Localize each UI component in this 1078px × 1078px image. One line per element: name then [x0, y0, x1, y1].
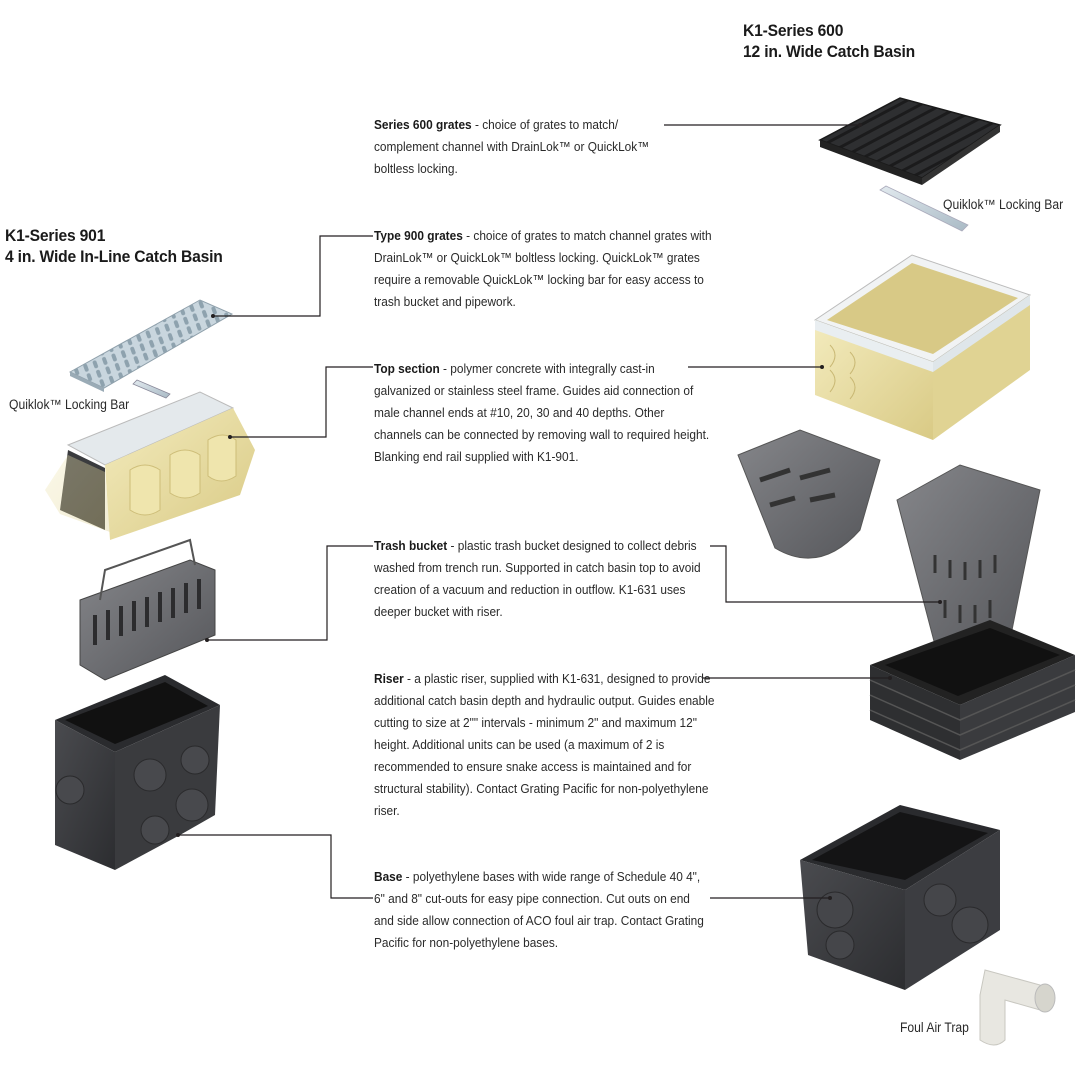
leader-base-left [178, 834, 373, 899]
trash-bucket-deep-illustration [896, 464, 1041, 657]
component-text: - plastic trash bucket designed to colle… [374, 538, 701, 619]
series-600-base-illustration [800, 805, 1000, 990]
caption-locking-bar-left: Quiklok™ Locking Bar [9, 397, 130, 412]
series-600-top-section-illustration [813, 254, 1032, 440]
desc-top-section: Top section - polymer concrete with inte… [374, 358, 712, 468]
desc-trash-bucket: Trash bucket - plastic trash bucket desi… [374, 535, 712, 623]
caption-foul-air-trap: Foul Air Trap [900, 1020, 969, 1035]
component-name: Base [374, 869, 403, 884]
component-text: - choice of grates to match/ complement … [374, 117, 650, 176]
leader-lines [178, 124, 940, 899]
leader-trash-bucket-left [207, 545, 373, 641]
component-name: Series 600 grates [374, 117, 472, 132]
component-name: Type 900 grates [374, 228, 463, 243]
riser-illustration [869, 620, 1076, 760]
series-600-title-line2: 12 in. Wide Catch Basin [743, 42, 916, 61]
locking-bar-left-illustration [132, 379, 171, 399]
component-text: - choice of grates to match channel grat… [374, 228, 712, 309]
series-901-title: K1-Series 901 4 in. Wide In-Line Catch B… [5, 225, 223, 267]
series-901-title-line2: 4 in. Wide In-Line Catch Basin [5, 247, 223, 266]
leader-dots [176, 123, 942, 900]
component-name: Top section [374, 361, 440, 376]
desc-riser: Riser - a plastic riser, supplied with K… [374, 668, 716, 822]
leader-type-900-grates [213, 235, 373, 317]
desc-series-600-grates: Series 600 grates - choice of grates to … [374, 114, 671, 180]
leader-trash-bucket-right [710, 545, 940, 603]
series-600-grate-illustration [818, 97, 1002, 185]
component-text: - polyethylene bases with wide range of … [374, 869, 704, 950]
series-600-title: K1-Series 600 12 in. Wide Catch Basin [743, 20, 915, 62]
component-text: - a plastic riser, supplied with K1-631,… [374, 671, 715, 818]
series-600-title-line1: K1-Series 600 [743, 21, 844, 40]
component-text: - polymer concrete with integrally cast-… [374, 361, 710, 464]
component-name: Riser [374, 671, 404, 686]
leader-top-section-left [230, 366, 373, 438]
component-name: Trash bucket [374, 538, 448, 553]
type-900-grate-illustration [68, 299, 234, 392]
caption-locking-bar-right: Quiklok™ Locking Bar [943, 197, 1064, 212]
locking-bar-right-illustration [879, 185, 969, 232]
series-901-title-line1: K1-Series 901 [5, 226, 106, 245]
trash-bucket-small-illustration [737, 429, 881, 559]
desc-base: Base - polyethylene bases with wide rang… [374, 866, 712, 954]
foul-air-trap-illustration [979, 969, 1056, 1046]
desc-type-900-grates: Type 900 grates - choice of grates to ma… [374, 225, 716, 313]
series-901-top-section-illustration [45, 391, 255, 540]
trash-bucket-901-illustration [79, 538, 216, 681]
series-901-base-illustration [55, 675, 220, 870]
